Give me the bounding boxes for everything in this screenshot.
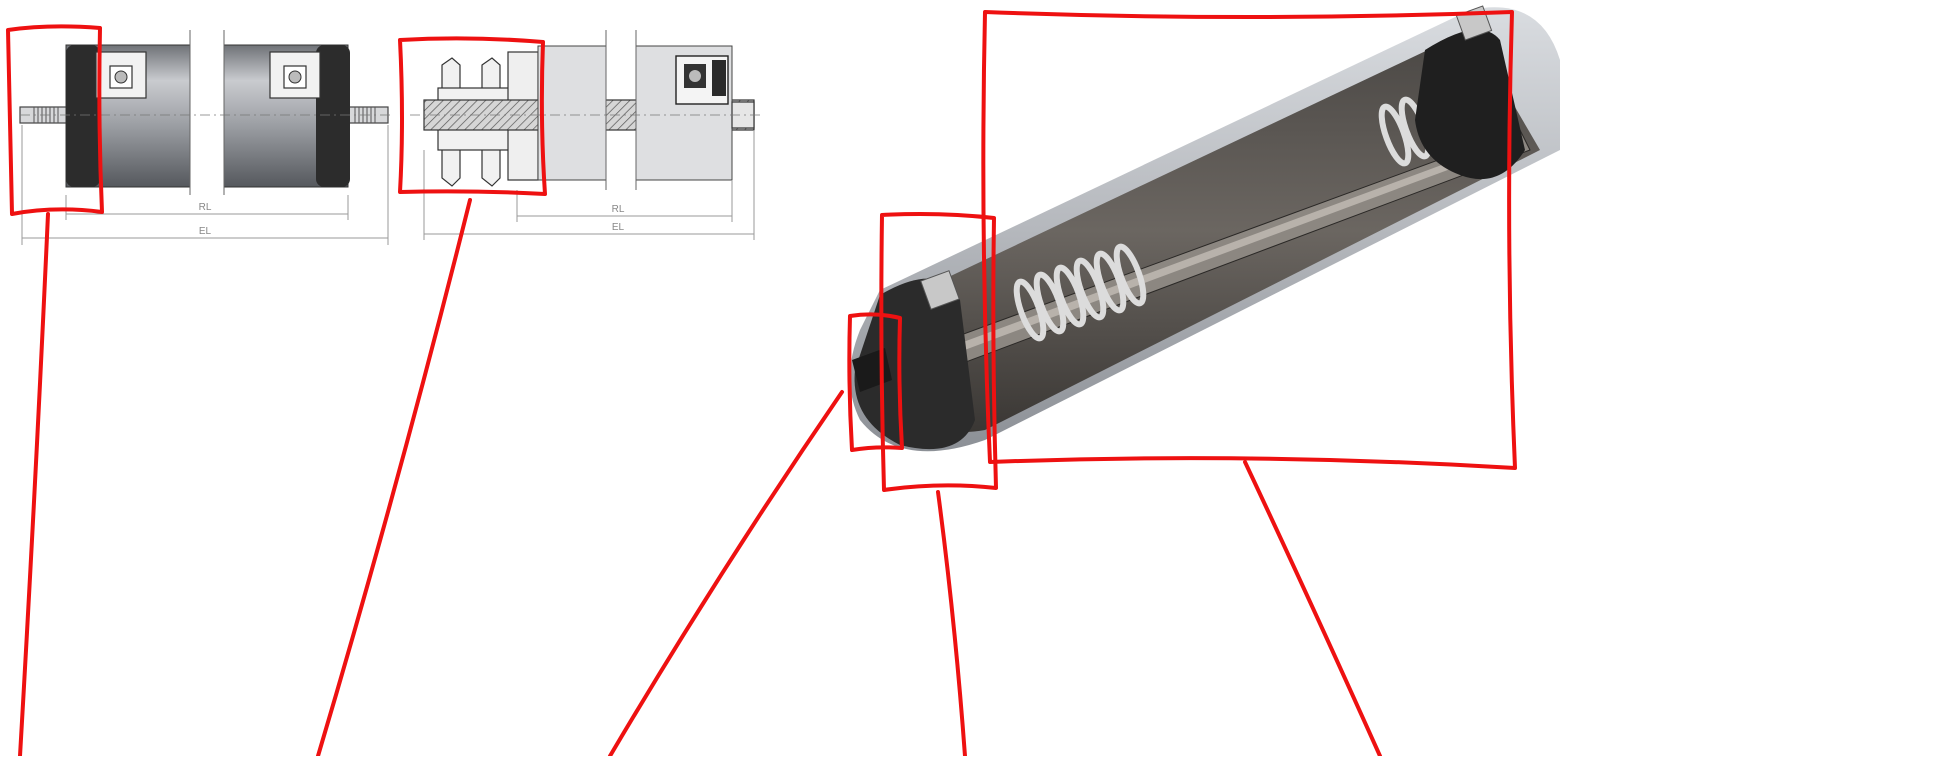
callout-frame-tube-interior — [981, 10, 1517, 470]
roller-cutaway-photo — [850, 5, 1560, 452]
callout-frame-sprocket — [398, 36, 547, 196]
spring-left — [1013, 243, 1147, 342]
leader-line-shaft-end — [18, 212, 50, 758]
callout-frame-shaft-end — [6, 24, 104, 216]
leader-line-hex-shaft — [608, 390, 844, 758]
drawing-left: RL EL — [19, 30, 390, 245]
tube-body-right-a — [537, 45, 607, 181]
leader-line-tube-interior — [1243, 460, 1382, 758]
dimension-el-right — [423, 130, 755, 240]
el-label-left: EL — [199, 226, 212, 237]
end-cap-right — [316, 45, 350, 187]
leader-line-sprocket — [316, 198, 472, 758]
rl-label-left: RL — [199, 202, 212, 213]
callout-frame-hex-shaft — [847, 312, 904, 452]
bearing-near — [920, 270, 960, 310]
tube-break-gap — [190, 30, 224, 195]
callouts — [6, 10, 1517, 758]
dimension-rl-right — [516, 180, 733, 222]
rl-label-right: RL — [612, 204, 625, 215]
el-label-right: EL — [612, 222, 625, 233]
callout-frame-end-cap — [879, 212, 998, 492]
leader-line-end-cap — [936, 490, 967, 758]
dimension-el-left — [21, 125, 389, 245]
drawing-right: RL EL — [410, 30, 760, 240]
end-cap-left — [66, 45, 100, 187]
end-cap-far — [1415, 29, 1525, 180]
end-cap-near — [854, 278, 975, 450]
